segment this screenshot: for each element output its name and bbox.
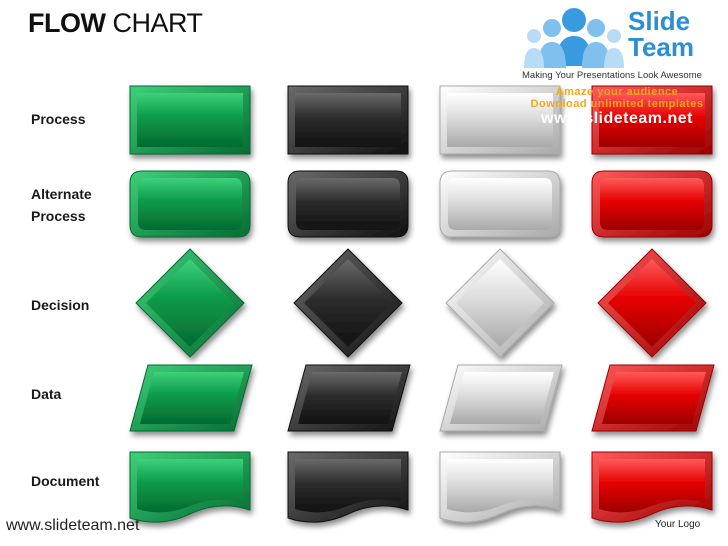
people-icon <box>524 8 624 68</box>
label-document: Document <box>31 473 100 489</box>
data-shape-white <box>439 364 563 432</box>
alternate-process-shape-green <box>129 170 251 238</box>
data-shape-green <box>129 364 253 432</box>
process-shape-black <box>287 85 409 155</box>
document-shape-red <box>591 451 713 523</box>
process-shape-green <box>129 85 251 155</box>
alternate-process-shape-red <box>591 170 713 238</box>
logo-brand: Slide Team <box>628 6 694 62</box>
document-shape-black <box>287 451 409 523</box>
promo-banner: Amaze your audience Download unlimited t… <box>530 86 704 127</box>
data-shape-red <box>591 364 715 432</box>
alternate-process-shape-black <box>287 170 409 238</box>
slideteam-logo <box>524 8 624 68</box>
decision-shape-red <box>597 248 707 358</box>
label-decision: Decision <box>31 297 90 313</box>
decision-shape-green <box>135 248 245 358</box>
process-shape-white <box>439 85 561 155</box>
data-shape-black <box>287 364 411 432</box>
document-shape-white <box>439 451 561 523</box>
decision-shape-black <box>293 248 403 358</box>
document-shape-green <box>129 451 251 523</box>
footer-url: www.slideteam.net <box>6 517 140 534</box>
label-process: Process <box>31 111 86 127</box>
footer-logo-placeholder: Your Logo <box>655 519 701 530</box>
alternate-process-shape-white <box>439 170 561 238</box>
decision-shape-white <box>445 248 555 358</box>
label-alternate-process: Alternate Process <box>31 186 92 224</box>
label-data: Data <box>31 386 62 402</box>
process-shape-red <box>591 85 713 155</box>
page-title: FLOW CHART <box>28 8 203 39</box>
title-rest: CHART <box>112 8 204 38</box>
logo-tagline: Making Your Presentations Look Awesome <box>522 70 702 81</box>
title-bold: FLOW <box>28 8 106 38</box>
